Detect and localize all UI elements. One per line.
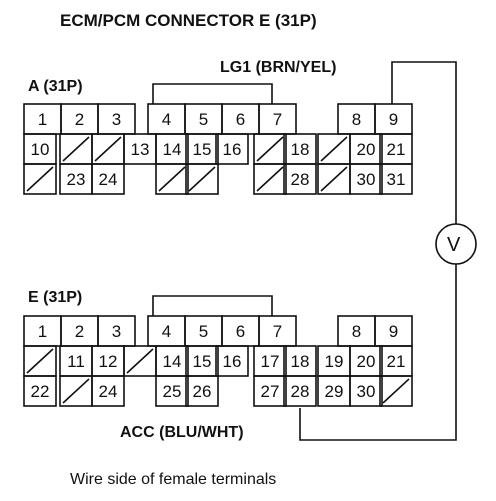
connector-a-pin-cell: [379, 163, 413, 195]
connector-e-pin-number: 22: [31, 382, 50, 401]
connector-a-pin-number: 6: [236, 110, 245, 129]
connector-e-pin-number: 17: [261, 352, 280, 371]
connector-e-pin-number: 21: [387, 352, 406, 371]
connector-e-label: E (31P): [28, 289, 82, 306]
connector-e-pin-number: 27: [261, 382, 280, 401]
connector-e-pin-cell: [283, 375, 317, 407]
connector-a-pin-number: 4: [162, 110, 171, 129]
connector-a-pin-number: 10: [31, 140, 50, 159]
connector-a-pin-number: 28: [291, 170, 310, 189]
connector-e-pin-number: 25: [163, 382, 182, 401]
connector-a-pin-number: 30: [357, 170, 376, 189]
connector-a-pin-number: 2: [75, 110, 84, 129]
connector-e-pin-number: 18: [291, 352, 310, 371]
acc-test-lead: [299, 264, 457, 441]
connector-a-empty-cavity-mark: [62, 136, 90, 162]
connector-a-pin-cell: [23, 163, 57, 195]
connector-a-pin-cell: [215, 133, 249, 165]
diagram-caption: Wire side of female terminals: [70, 471, 276, 488]
connector-a-empty-cavity-mark: [94, 136, 122, 162]
connector-a-pin-cell: [185, 163, 219, 195]
connector-e-pin-number: 14: [163, 352, 182, 371]
wire-label-acc: ACC (BLU/WHT): [120, 424, 244, 441]
connector-a-pin-number: 13: [131, 140, 150, 159]
connector-a-pin-number: 31: [387, 170, 406, 189]
connector-a-empty-cavity-mark: [26, 166, 54, 192]
connector-e-empty-cavity-mark: [126, 348, 154, 374]
connector-a-pin-number: 23: [67, 170, 86, 189]
connector-e-pin-cell: [185, 375, 219, 407]
lg1-test-lead: [391, 61, 457, 224]
connector-e-pin-number: 9: [389, 322, 398, 341]
connector-e-pin-number: 12: [99, 352, 118, 371]
diagram-title: ECM/PCM CONNECTOR E (31P): [60, 11, 317, 30]
connector-e-empty-cavity-mark: [382, 378, 410, 404]
connector-e-housing-key: [152, 295, 273, 316]
connector-a-pin-number: 7: [273, 110, 282, 129]
connector-a-pin-number: 24: [99, 170, 118, 189]
connector-e-pin-number: 2: [75, 322, 84, 341]
connector-a-label: A (31P): [28, 78, 83, 95]
connector-a-pin-cell: [349, 163, 383, 195]
connector-e-pin-number: 24: [99, 382, 118, 401]
connector-e-pin-number: 15: [193, 352, 212, 371]
connector-a-pin-number: 15: [193, 140, 212, 159]
connector-e-pin-cell: [23, 375, 57, 407]
connector-a-pin-cell: [253, 163, 287, 195]
connector-e-pin-cell: [379, 375, 413, 407]
connector-a-pin-number: 21: [387, 140, 406, 159]
connector-a-empty-cavity-mark: [320, 166, 348, 192]
connector-a-housing-key: [152, 83, 273, 104]
connector-e-pin-number: 8: [352, 322, 361, 341]
connector-e-pin-cell: [253, 375, 287, 407]
wire-label-lg1: LG1 (BRN/YEL): [220, 59, 336, 76]
voltmeter-symbol: V: [447, 234, 461, 256]
connector-e-pin-number: 5: [199, 322, 208, 341]
connector-e-pin-cell: [349, 375, 383, 407]
connector-a-pin-cell: [91, 163, 125, 195]
connector-a-pin-number: 9: [389, 110, 398, 129]
connector-a-empty-cavity-mark: [320, 136, 348, 162]
connector-a-pin-number: 5: [199, 110, 208, 129]
connector-a-pin-cell: [155, 163, 189, 195]
connector-e-empty-cavity-mark: [62, 378, 90, 404]
connector-e-pin-number: 26: [193, 382, 212, 401]
connector-a-empty-cavity-mark: [188, 166, 216, 192]
connector-e-pin-number: 6: [236, 322, 245, 341]
connector-e-pin-number: 1: [38, 322, 47, 341]
connector-a-pin-number: 14: [163, 140, 182, 159]
connector-e-pin-cell: [215, 345, 249, 377]
connector-e-pin-number: 30: [357, 382, 376, 401]
connector-a-pin-cell: [283, 163, 317, 195]
connector-a-empty-cavity-mark: [256, 166, 284, 192]
connector-e-pin-number: 11: [67, 352, 85, 371]
connector-a-empty-cavity-mark: [158, 166, 186, 192]
connector-e-pin-number: 28: [291, 382, 310, 401]
connector-e-pin-number: 19: [325, 352, 344, 371]
connector-a-pin-number: 8: [352, 110, 361, 129]
connector-a-pin-number: 20: [357, 140, 376, 159]
connector-e-pin-number: 7: [273, 322, 282, 341]
connector-a-pin-number: 3: [112, 110, 121, 129]
connector-e-pin-cell: [155, 375, 189, 407]
connector-e-pin-number: 16: [223, 352, 242, 371]
connector-a-empty-cavity-mark: [256, 136, 284, 162]
connector-e-pin-cell: [91, 375, 125, 407]
connector-e-pin-number: 20: [357, 352, 376, 371]
connector-e-pin-number: 29: [325, 382, 344, 401]
connector-e-pin-number: 3: [112, 322, 121, 341]
connector-e-empty-cavity-mark: [26, 348, 54, 374]
connector-e-pin-number: 4: [162, 322, 171, 341]
connector-a-pin-number: 1: [38, 110, 47, 129]
connector-a-pin-number: 18: [291, 140, 310, 159]
connector-a-pin-number: 16: [223, 140, 242, 159]
